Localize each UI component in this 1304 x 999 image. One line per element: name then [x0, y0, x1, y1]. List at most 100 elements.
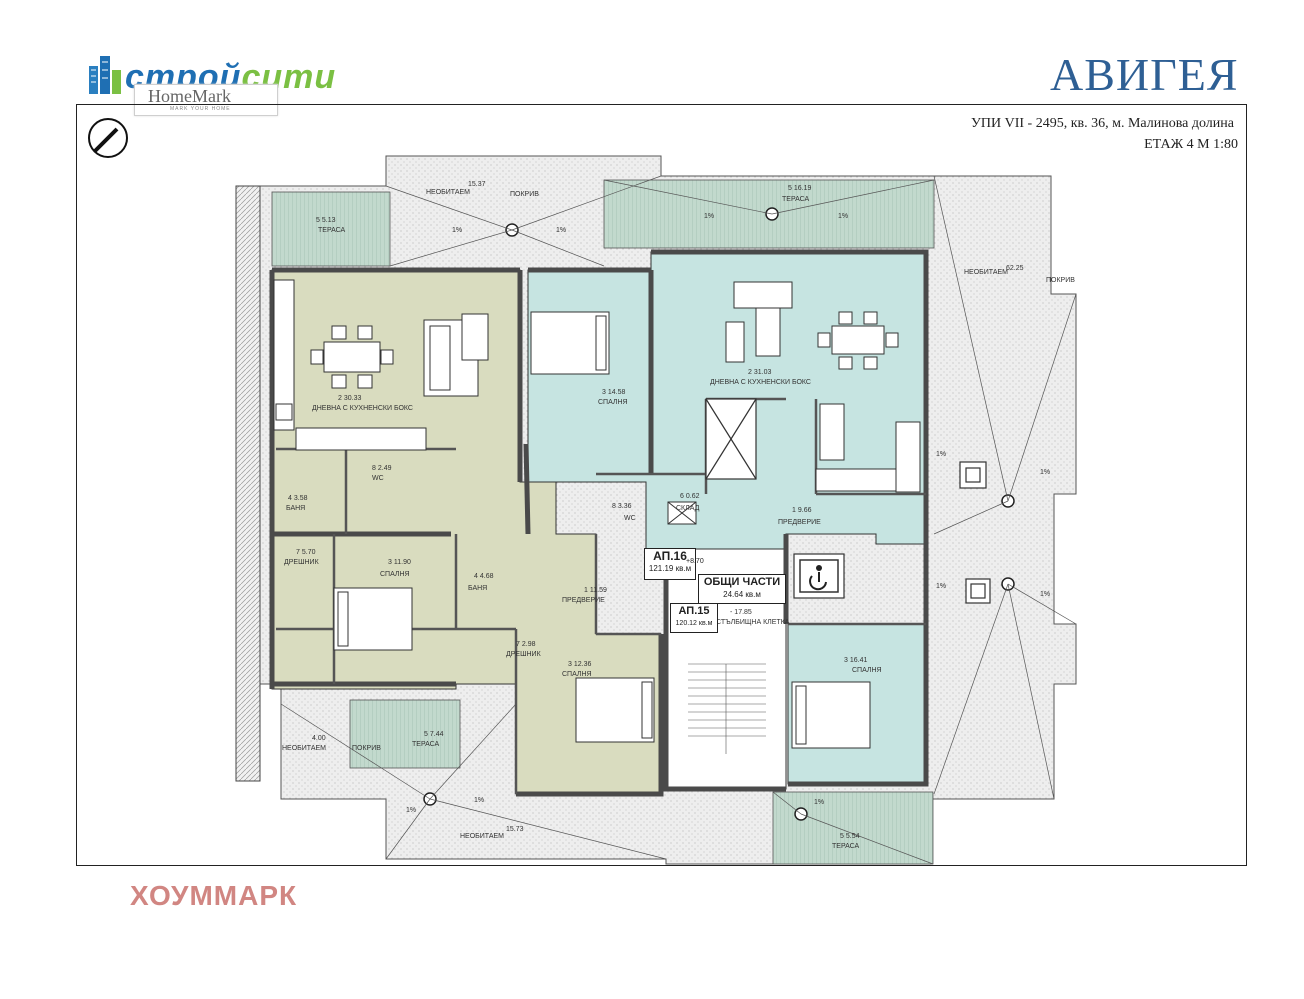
roof-label: НЕОБИТАЕМ [460, 833, 504, 840]
room-name: БАНЯ [286, 505, 305, 512]
room-name: WC [372, 475, 384, 482]
room-label: 7 5.70 [296, 549, 316, 556]
elevator-shaft [705, 398, 757, 480]
room-label: 8 3.36 [612, 503, 632, 510]
terrace-top-left [271, 191, 391, 267]
partner-tagline: MARK YOUR HOME [170, 106, 231, 112]
roof-area: 15.73 [506, 826, 524, 833]
unit-unit: кв.м [745, 590, 761, 599]
svg-text:1%: 1% [474, 797, 484, 804]
kitchen-counter-left [273, 279, 427, 451]
room-name: ДРЕШНИК [506, 651, 542, 658]
bed-12-36 [575, 677, 655, 743]
room-label: 1 11.59 [584, 587, 607, 594]
bed-16-41 [791, 681, 871, 749]
svg-text:1%: 1% [936, 451, 946, 458]
room-name: СКЛАД [676, 505, 700, 512]
svg-text:1%: 1% [1040, 469, 1050, 476]
kitchen-counter-right [815, 403, 921, 493]
unit-area: 121.19 [648, 564, 674, 573]
room-name: БАНЯ [468, 585, 487, 592]
elevation-mark: +8.70 [686, 558, 704, 565]
room-name: ТЕРАСА [782, 196, 810, 203]
unit-name: АП.15 [678, 605, 710, 617]
unit-name: АП.16 [653, 549, 687, 563]
storage-box [667, 501, 697, 525]
room-label: 3 11.90 [388, 559, 411, 566]
room-name: WC [624, 515, 636, 522]
room-name: ДРЕШНИК [284, 559, 320, 566]
plot-info: УПИ VII - 2495, кв. 36, м. Малинова доли… [970, 116, 1234, 131]
room-labels: 2 30.33 ДНЕВНА С КУХНЕНСКИ БОКС 3 14.58 … [284, 185, 882, 850]
unit-name: ОБЩИ ЧАСТИ [703, 576, 781, 588]
bed-11-90 [333, 587, 413, 651]
unit-area: 120.12 [675, 620, 697, 627]
roof-area: 62.25 [1006, 265, 1024, 272]
room-label: 4 4.68 [474, 573, 494, 580]
roof-vent-icons [959, 461, 991, 604]
north-arrow-icon [88, 118, 128, 158]
room-name: ТЕРАСА [412, 741, 440, 748]
roof-area: 4.00 [312, 735, 326, 742]
room-label: 2 31.03 [748, 369, 771, 376]
roof-labels: НЕОБИТАЕМ 15.37 ПОКРИВ НЕОБИТАЕМ 62.25 П… [282, 181, 1075, 840]
room-name: СПАЛНЯ [598, 399, 628, 406]
dining-table-left [310, 325, 394, 389]
svg-text:1%: 1% [704, 213, 714, 220]
unit-tag-ap15: АП.15 120.12 кв.м [670, 603, 718, 633]
building-logo-icon [89, 56, 121, 94]
room-name: ПРЕДВЕРИЕ [562, 597, 605, 604]
room-name: ТЕРАСА [318, 227, 346, 234]
left-wall-strip [235, 185, 261, 782]
slope-labels: 1% 1% 1% 1% 1% 1% 1% 1% 1% 1% 1% [406, 213, 1050, 814]
room-label: 8 2.49 [372, 465, 392, 472]
unit-tag-ap16: АП.16 121.19 кв.м [644, 548, 696, 580]
dining-table-right [817, 311, 899, 370]
room-label: 2 30.33 [338, 395, 361, 402]
project-title: АВИГЕЯ [1050, 49, 1239, 100]
room-name: ДНЕВНА С КУХНЕНСКИ БОКС [710, 379, 811, 386]
unit-unit: кв.м [675, 564, 692, 573]
room-name: СПАЛНЯ [562, 671, 592, 678]
roof-note: ПОКРИВ [352, 745, 381, 752]
svg-text:1%: 1% [452, 227, 462, 234]
stair-steps [688, 663, 766, 754]
svg-text:1%: 1% [556, 227, 566, 234]
floor-plan: 2 30.33 ДНЕВНА С КУХНЕНСКИ БОКС 3 14.58 … [235, 155, 1077, 865]
floor-info: ЕТАЖ 4 М 1:80 [1144, 137, 1238, 152]
svg-text:1%: 1% [1040, 591, 1050, 598]
unit-unit: кв.м [698, 620, 713, 627]
room-label: 5 5.13 [316, 217, 336, 224]
watermark: ХОУММАРК [130, 880, 298, 911]
company-logo [85, 52, 305, 112]
roof-note: ПОКРИВ [1046, 277, 1075, 284]
room-name: ПРЕДВЕРИЕ [778, 519, 821, 526]
plan-frame [76, 104, 1247, 866]
roof-label: НЕОБИТАЕМ [282, 745, 326, 752]
room-label: 6 0.62 [680, 493, 700, 500]
terrace-bottom-left [349, 699, 461, 769]
room-label: 3 12.36 [568, 661, 591, 668]
svg-text:1%: 1% [814, 799, 824, 806]
room-name: ДНЕВНА С КУХНЕНСКИ БОКС [312, 405, 413, 412]
room-name: СПАЛНЯ [852, 667, 882, 674]
svg-text:1%: 1% [838, 213, 848, 220]
walls [269, 249, 929, 797]
unit-area: 24.64 [723, 590, 744, 599]
roof-label: НЕОБИТАЕМ [964, 269, 1008, 276]
room-label: 3 16.41 [844, 657, 867, 664]
unit-tag-common: ОБЩИ ЧАСТИ 24.64 кв.м [698, 574, 786, 604]
room-name: СТЪЛБИЩНА КЛЕТКА [716, 619, 790, 626]
bed-14-58 [530, 311, 610, 375]
room-label: 1 9.66 [792, 507, 812, 514]
room-label: 3 14.58 [602, 389, 625, 396]
svg-text:1%: 1% [406, 807, 416, 814]
roof-area: 15.37 [468, 181, 486, 188]
terrace-bottom-right [772, 791, 934, 865]
sofa-right [725, 281, 793, 363]
sofa-left [423, 313, 489, 397]
partner-badge [134, 84, 278, 116]
roof-label: НЕОБИТАЕМ [426, 189, 470, 196]
room-label: - 17.85 [730, 609, 752, 616]
room-label: 4 3.58 [288, 495, 308, 502]
